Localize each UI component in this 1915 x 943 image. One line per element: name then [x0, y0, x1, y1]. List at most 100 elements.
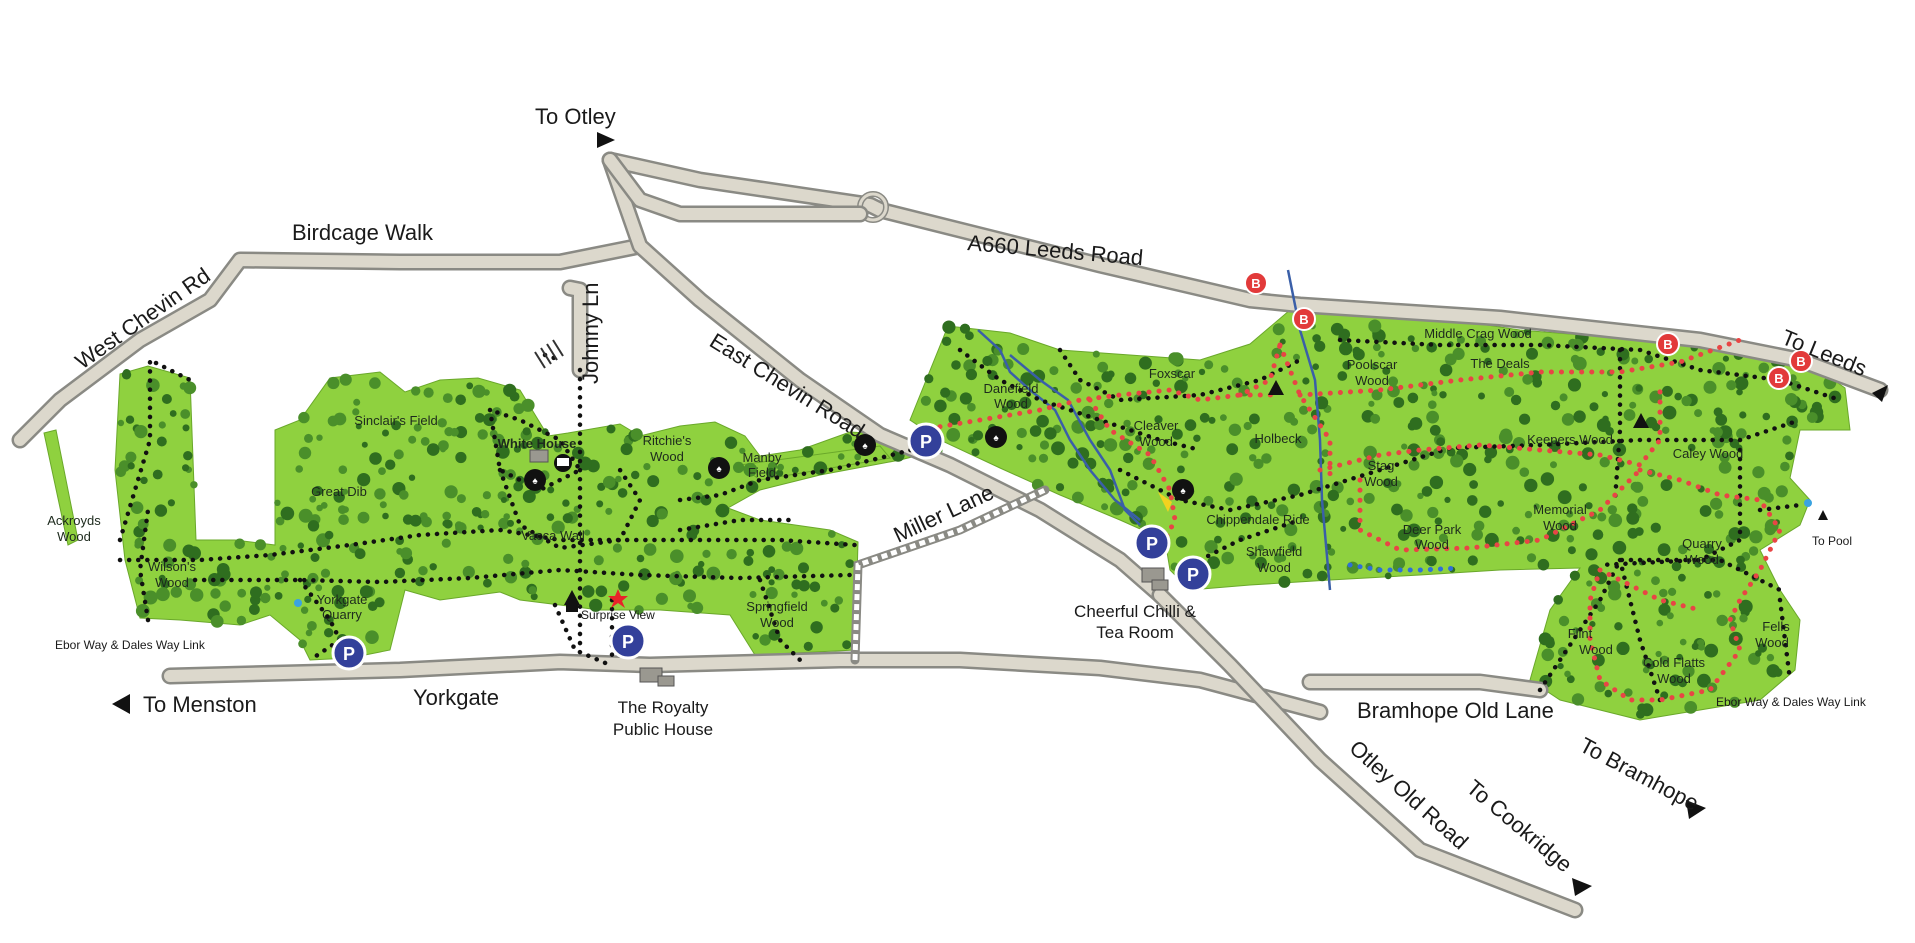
tree-icon [498, 517, 510, 530]
bus-stop[interactable]: B [1789, 349, 1813, 373]
svg-text:B: B [1796, 354, 1805, 369]
place-labels: The Royalty Public House Cheerful Chilli… [55, 436, 1867, 739]
tree-icon [1378, 350, 1385, 358]
tree-icon [1526, 347, 1538, 360]
tree-icon [1352, 346, 1361, 356]
tree-icon [125, 415, 135, 424]
tree-icon [1749, 530, 1763, 544]
svg-text:B: B [1299, 312, 1308, 327]
bus-stops: B B B B B [1244, 271, 1813, 390]
svg-text:Wood: Wood [1543, 518, 1577, 533]
tree-icon [438, 440, 449, 451]
tree-icon [1578, 483, 1587, 492]
tree-icon [1510, 394, 1522, 406]
tree-icon [752, 633, 759, 640]
tree-icon [437, 418, 447, 428]
tree-icon [353, 398, 361, 406]
tree-icon [156, 587, 170, 602]
tree-icon [421, 516, 432, 528]
tree-icon [810, 621, 823, 634]
royalty-building [639, 667, 663, 683]
tree-icon [1417, 492, 1424, 500]
tree-icon [1655, 650, 1662, 658]
tree-icon [982, 355, 993, 367]
parking-tea-room[interactable]: P [1174, 555, 1212, 593]
tree-icon [562, 499, 570, 507]
tree-icon [423, 387, 434, 398]
tree-icon [597, 482, 606, 491]
tree-icon [309, 495, 317, 503]
tree-icon [210, 615, 224, 628]
tree-icon [1467, 555, 1478, 566]
tree-icon [618, 580, 630, 592]
tree-icon [1734, 376, 1749, 391]
tree-icon [1697, 673, 1711, 688]
tree-icon [1532, 378, 1543, 388]
tree-icon [670, 549, 684, 563]
tree-icon [1651, 422, 1661, 432]
label-wilsons-wood: Wilson's [148, 559, 196, 574]
svg-text:♠: ♠ [532, 476, 538, 487]
tree-icon [749, 591, 757, 598]
picnic-icon [1172, 479, 1194, 501]
parking-chippendale[interactable]: P [1133, 524, 1171, 562]
tree-icon [1016, 444, 1023, 451]
tree-icon [1785, 393, 1798, 406]
tree-icon [1220, 414, 1227, 421]
tree-icon [830, 603, 840, 613]
parking-surprise-view[interactable]: P [609, 622, 647, 660]
white-house-building [529, 449, 549, 463]
tree-icon [474, 413, 485, 423]
tree-icon [1678, 544, 1688, 555]
tree-icon [838, 541, 846, 549]
tree-icon [158, 574, 166, 582]
tree-icon [450, 427, 459, 437]
tree-icon [972, 430, 984, 441]
tree-icon [1668, 587, 1677, 597]
label-royalty: The Royalty [618, 698, 709, 717]
tree-icon [210, 588, 221, 599]
parking-yorkgate-quarry[interactable]: P [331, 635, 367, 671]
bus-stop[interactable]: B [1292, 307, 1316, 331]
parking-east-chevin[interactable]: P [907, 422, 945, 460]
tree-icon [442, 393, 453, 403]
bus-stop[interactable]: B [1244, 271, 1268, 295]
tree-icon [1267, 501, 1276, 510]
tree-icon [1473, 520, 1485, 532]
tree-icon [1414, 538, 1422, 547]
tree-icon [190, 588, 204, 602]
tree-icon [691, 601, 704, 615]
bus-stop[interactable]: B [1656, 332, 1680, 356]
tree-icon [791, 591, 798, 598]
tree-icon [1300, 513, 1307, 520]
tree-icon [1553, 595, 1563, 605]
tree-icon [1763, 492, 1774, 503]
pond-icon [294, 599, 302, 607]
tree-icon [441, 538, 451, 548]
tree-icon [1407, 335, 1415, 343]
tree-icon [1691, 642, 1699, 651]
tree-icon [1228, 423, 1242, 436]
label-cheerful-chilli: Cheerful Chilli & [1074, 602, 1197, 621]
tree-icon [1635, 384, 1643, 392]
tree-icon [483, 578, 492, 588]
tree-icon [1294, 435, 1308, 449]
tree-icon [1020, 372, 1034, 386]
tree-icon [1081, 405, 1095, 420]
tree-icon [1312, 334, 1321, 343]
tree-icon [677, 464, 688, 475]
tree-icon [1312, 363, 1319, 371]
arrow-to-otley-icon [597, 132, 615, 148]
tree-icon [411, 386, 421, 396]
label-ebor-way-east: Ebor Way & Dales Way Link [1716, 695, 1867, 709]
roads [11, 151, 1889, 919]
tree-icon [1302, 568, 1313, 579]
bus-stop[interactable]: B [1767, 366, 1791, 390]
tree-icon [1096, 440, 1105, 449]
tree-icon [1604, 689, 1613, 698]
tree-icon [743, 556, 754, 566]
tree-icon [834, 596, 843, 605]
tree-icon [1566, 675, 1575, 684]
tree-icon [1522, 374, 1533, 385]
tree-icon [1408, 459, 1420, 471]
